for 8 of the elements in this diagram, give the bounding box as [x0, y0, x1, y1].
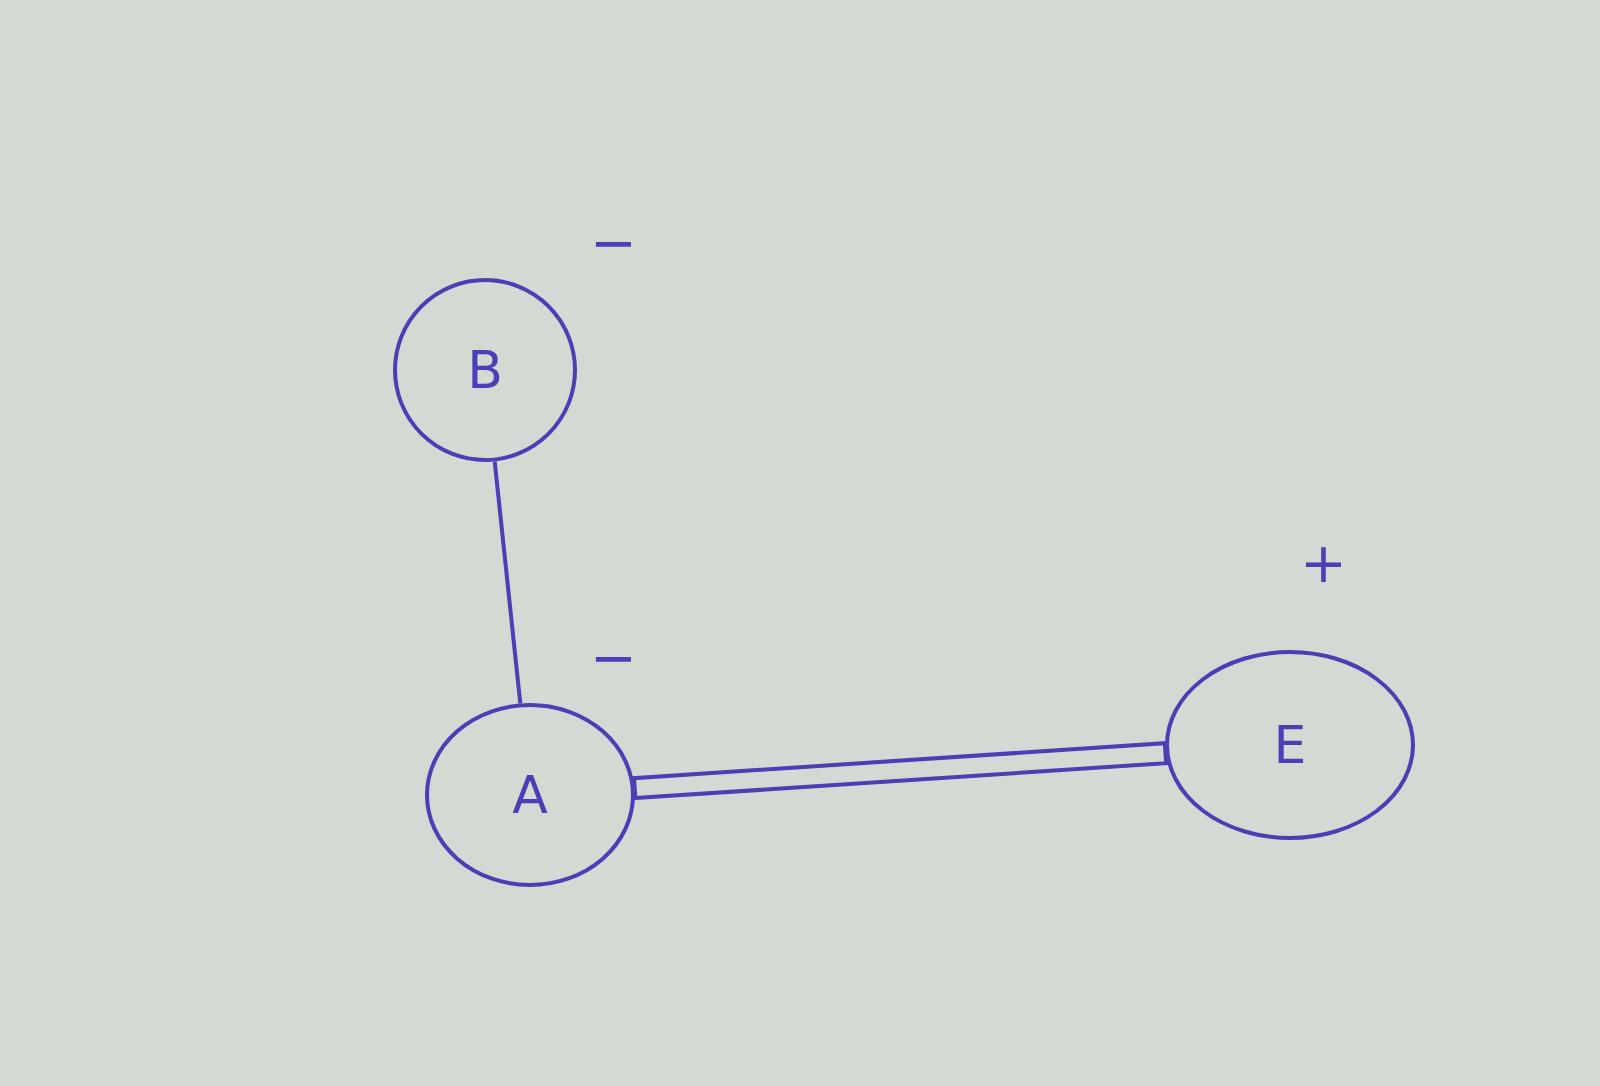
node-label: A	[512, 765, 548, 825]
sign-label: −	[590, 215, 637, 271]
connector-line	[492, 461, 523, 704]
node-label: B	[467, 340, 503, 400]
sign-label: −	[590, 630, 637, 686]
sign-label: +	[1300, 535, 1347, 591]
double-line	[631, 741, 1169, 801]
node-label: E	[1273, 715, 1307, 775]
